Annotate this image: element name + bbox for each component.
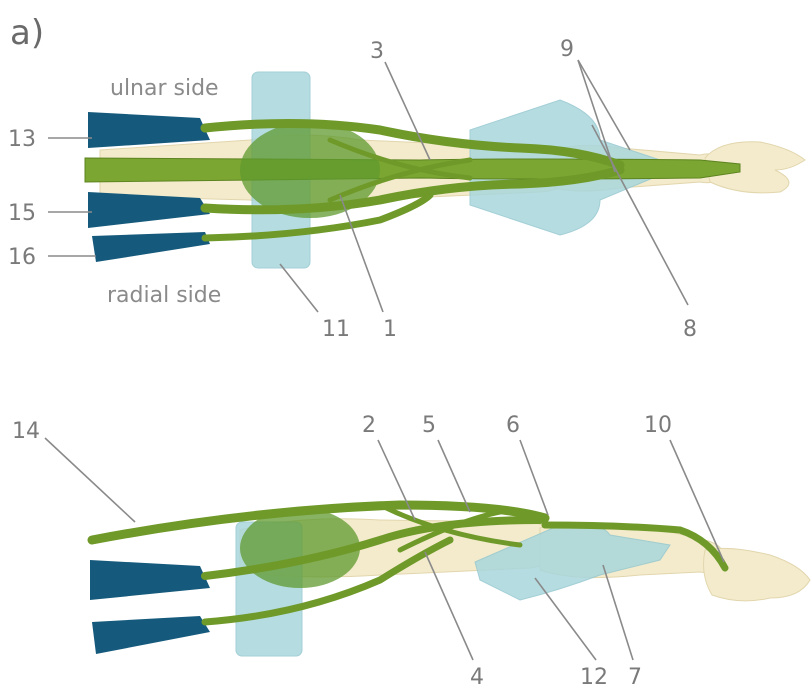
label-5: 5	[422, 413, 436, 438]
bottom-muscle-1	[90, 560, 210, 600]
leader-7	[603, 565, 633, 660]
label-8: 8	[683, 317, 697, 342]
panel-label: a)	[10, 13, 44, 53]
label-13: 13	[8, 127, 36, 152]
label-10: 10	[644, 413, 672, 438]
label-12: 12	[580, 665, 608, 688]
label-1: 1	[383, 317, 397, 342]
leader-14	[45, 438, 135, 522]
label-14: 14	[12, 419, 40, 444]
label-3: 3	[370, 39, 384, 64]
label-7: 7	[628, 665, 642, 688]
label-4: 4	[470, 665, 484, 688]
label-9: 9	[560, 37, 574, 62]
leader-6	[520, 440, 548, 515]
label-6: 6	[506, 413, 520, 438]
leader-12	[535, 578, 596, 660]
leader-11	[280, 264, 318, 312]
top-muscle-16	[92, 232, 210, 262]
ulnar-side-label: ulnar side	[110, 76, 219, 101]
label-15: 15	[8, 201, 36, 226]
label-11: 11	[322, 317, 350, 342]
top-view	[85, 72, 805, 268]
bottom-muscle-2	[92, 616, 210, 654]
radial-side-label: radial side	[107, 283, 221, 308]
label-2: 2	[362, 413, 376, 438]
top-muscle-13	[88, 112, 210, 148]
leader-1	[340, 195, 383, 312]
label-16: 16	[8, 245, 36, 270]
bottom-view	[90, 505, 810, 656]
